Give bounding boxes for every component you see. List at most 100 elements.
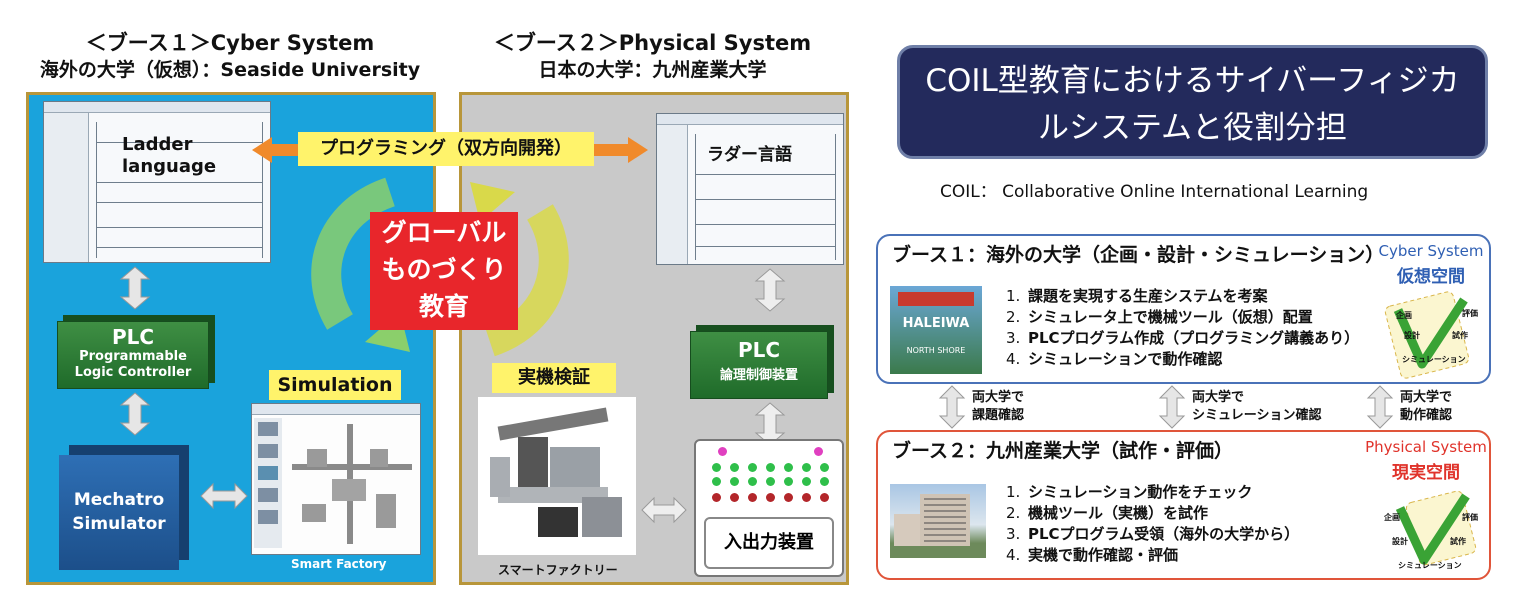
jikki-kensho-label: 実機検証 (492, 363, 616, 393)
v-model-icon (1384, 291, 1470, 379)
v-label-sim: シミュレーション (1402, 355, 1466, 364)
v-label-plan: 企画 (1396, 311, 1412, 320)
booth1-header-line2: 海外の大学（仮想）：Seaside University (39, 59, 421, 81)
double-arrow-icon (754, 268, 786, 312)
global-monozukuri-box: グローバル ものづくり 教育 (370, 212, 518, 330)
double-arrow-icon (119, 392, 151, 436)
list-item: 4.実機で動作確認・評価 (1006, 546, 1179, 564)
virtual-space-label: 仮想空間 (1397, 267, 1465, 287)
between-left-label: 両大学で 課題確認 (972, 390, 1025, 423)
list-item: 2.シミュレータ上で機械ツール（仮想）配置 (1006, 308, 1313, 326)
main-title-text: COIL型教育におけるサイバーフィジカ ルシステムと役割分担 (925, 63, 1460, 146)
v-label-trial: 試作 (1452, 331, 1468, 340)
ladder-editor-screenshot: Ladder language (43, 101, 271, 263)
project-tree (44, 113, 89, 262)
booth1-header-line1: ＜ブース１＞Cyber System (85, 31, 375, 55)
plc-title: PLC (111, 325, 155, 349)
booth2-header-line2: 日本の大学：九州産業大学 (538, 59, 767, 81)
plc-title-jp: PLC (737, 338, 781, 362)
ladder-language-label-jp: ラダー言語 (707, 145, 792, 165)
list-item: 4.シミュレーションで動作確認 (1006, 350, 1223, 368)
plc-subtitle: Programmable Logic Controller (74, 349, 192, 380)
indicator-led (748, 463, 757, 472)
simulation-screenshot (251, 403, 421, 555)
indicator-led (784, 493, 793, 502)
booth2-role-panel: ブース２：九州産業大学（試作・評価） 1.シミュレーション動作をチェック 2.機… (876, 430, 1491, 580)
kyushu-sangyo-building-photo (890, 484, 986, 558)
indicator-led (748, 477, 757, 486)
v-label-eval: 評価 (1462, 513, 1478, 522)
physical-system-label: Physical System (1365, 438, 1487, 456)
smart-factory-label: Smart Factory (291, 557, 387, 571)
indicator-led (784, 477, 793, 486)
between-right-label: 両大学で 動作確認 (1400, 390, 1453, 423)
booth1-task-list: 1.課題を実現する生産システムを考案 2.シミュレータ上で機械ツール（仮想）配置… (1006, 286, 1359, 370)
indicator-led (748, 493, 757, 502)
v-label-plan: 企画 (1384, 513, 1400, 522)
booth2-header-line1: ＜ブース２＞Physical System (493, 31, 812, 55)
smart-factory-photo (478, 397, 636, 555)
indicator-led (712, 477, 721, 486)
indicator-led (784, 463, 793, 472)
programming-label: プログラミング（双方向開発） (298, 132, 594, 166)
booth2-header: ＜ブース２＞Physical System 日本の大学：九州産業大学 (455, 30, 850, 84)
indicator-led (730, 477, 739, 486)
mechatro-simulator-box: Mechatro Simulator (59, 455, 179, 570)
double-arrow-icon (938, 385, 966, 429)
io-device-panel: 入出力装置 (694, 439, 844, 577)
main-title: COIL型教育におけるサイバーフィジカ ルシステムと役割分担 (897, 45, 1488, 159)
indicator-led (802, 463, 811, 472)
haleiwa-text: HALEIWA (902, 316, 970, 331)
smart-factory-label-jp: スマートファクトリー (498, 563, 618, 577)
list-item: 1.シミュレーション動作をチェック (1006, 483, 1253, 501)
mechatro-label: Mechatro Simulator (72, 490, 166, 534)
booth1-panel: Ladder language PLC Programmable Logic C… (26, 92, 436, 585)
indicator-led (766, 493, 775, 502)
cyber-system-label: Cyber System (1378, 242, 1484, 260)
v-label-eval: 評価 (1462, 309, 1478, 318)
indicator-led (730, 463, 739, 472)
plc-box-booth2: PLC 論理制御装置 (690, 331, 828, 399)
list-item: 2.機械ツール（実機）を試作 (1006, 504, 1209, 522)
indicator-led (820, 477, 829, 486)
horizontal-double-arrow-icon (641, 496, 687, 524)
indicator-led (814, 447, 823, 456)
io-leds (696, 441, 842, 507)
v-label-trial: 試作 (1450, 537, 1466, 546)
booth1-role-title: ブース１：海外の大学（企画・設計・シミュレーション） (892, 244, 1385, 266)
between-middle-label: 両大学で シミュレーション確認 (1192, 390, 1322, 423)
real-space-label: 現実空間 (1392, 463, 1460, 483)
indicator-led (718, 447, 727, 456)
list-item: 3.PLCプログラム作成（プログラミング講義あり） (1006, 329, 1360, 347)
indicator-led (802, 477, 811, 486)
list-item: 1.課題を実現する生産システムを考案 (1006, 287, 1268, 305)
coil-definition: COIL： Collaborative Online International… (940, 182, 1369, 202)
list-item: 3.PLCプログラム受領（海外の大学から） (1006, 525, 1300, 543)
indicator-led (730, 493, 739, 502)
booth1-role-panel: ブース１：海外の大学（企画・設計・シミュレーション） HALEIWA NORTH… (876, 234, 1491, 384)
north-shore-text: NORTH SHORE (906, 346, 966, 355)
sim-thumbnails (254, 418, 282, 548)
indicator-led (712, 493, 721, 502)
horizontal-double-arrow-icon (200, 482, 248, 510)
plc-subtitle-jp: 論理制御装置 (719, 368, 798, 383)
io-label-box: 入出力装置 (704, 517, 834, 569)
double-arrow-icon (1158, 385, 1186, 429)
v-label-sim: シミュレーション (1398, 561, 1462, 570)
menu-bar (44, 102, 270, 113)
booth1-header: ＜ブース１＞Cyber System 海外の大学（仮想）：Seaside Uni… (20, 30, 440, 84)
double-arrow-icon (119, 266, 151, 310)
indicator-led (766, 477, 775, 486)
v-model-icon (1395, 490, 1477, 566)
indicator-led (802, 493, 811, 502)
haleiwa-sign-photo: HALEIWA NORTH SHORE (890, 286, 982, 374)
io-label: 入出力装置 (724, 532, 814, 553)
ladder-editor-screenshot-jp: ラダー言語 (656, 113, 844, 265)
booth2-role-title: ブース２：九州産業大学（試作・評価） (892, 440, 1234, 462)
booth2-task-list: 1.シミュレーション動作をチェック 2.機械ツール（実機）を試作 3.PLCプロ… (1006, 482, 1299, 566)
ladder-language-label: Ladder language (122, 134, 217, 177)
indicator-led (766, 463, 775, 472)
simulation-label: Simulation (269, 370, 401, 400)
double-arrow-icon (1366, 385, 1394, 429)
indicator-led (820, 493, 829, 502)
